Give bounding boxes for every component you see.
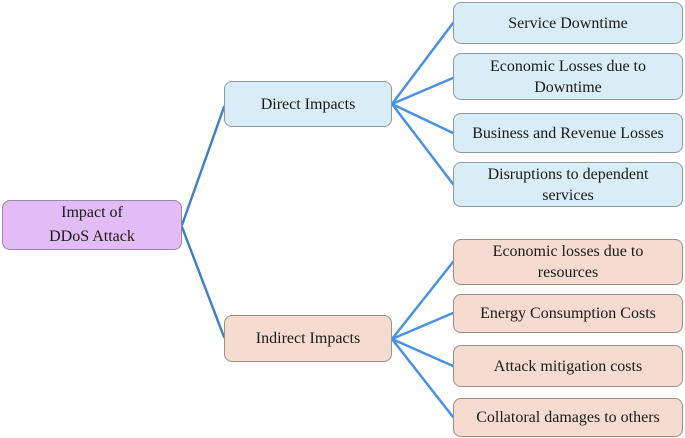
connector-indirect-to-leaf-8 (390, 337, 455, 419)
connector-direct-to-leaf-1 (390, 21, 455, 106)
branch-node-direct-impacts: Direct Impacts (224, 81, 392, 127)
leaf-node-business-and-revenue-losses: Business and Revenue Losses (453, 113, 683, 153)
connector-direct-to-leaf-4 (390, 102, 455, 186)
connector-indirect-to-leaf-5 (390, 260, 455, 341)
leaf-node-economic-losses-due-to-downtime: Economic Losses due to Downtime (453, 53, 683, 100)
leaf-node-economic-losses-due-to-resources: Economic losses due to resources (453, 239, 683, 285)
leaf-node-energy-consumption-costs: Energy Consumption Costs (453, 294, 683, 333)
branch-node-indirect-impacts: Indirect Impacts (224, 315, 392, 362)
leaf-node-attack-mitigation-costs: Attack mitigation costs (453, 345, 683, 387)
connector-direct-to-leaf-3 (390, 102, 455, 135)
connector-root-to-indirect (180, 225, 226, 339)
leaf-node-collatoral-damages-to-others: Collatoral damages to others (453, 398, 683, 437)
connector-indirect-to-leaf-7 (390, 337, 455, 368)
root-node-impact-of-ddos-attack: Impact of DDoS Attack (2, 200, 182, 250)
leaf-node-disruptions-to-dependent-services: Disruptions to dependent services (453, 162, 683, 207)
leaf-node-service-downtime: Service Downtime (453, 2, 683, 44)
connector-direct-to-leaf-2 (390, 76, 455, 106)
connector-root-to-direct (180, 105, 226, 227)
connector-indirect-to-leaf-6 (390, 311, 455, 341)
